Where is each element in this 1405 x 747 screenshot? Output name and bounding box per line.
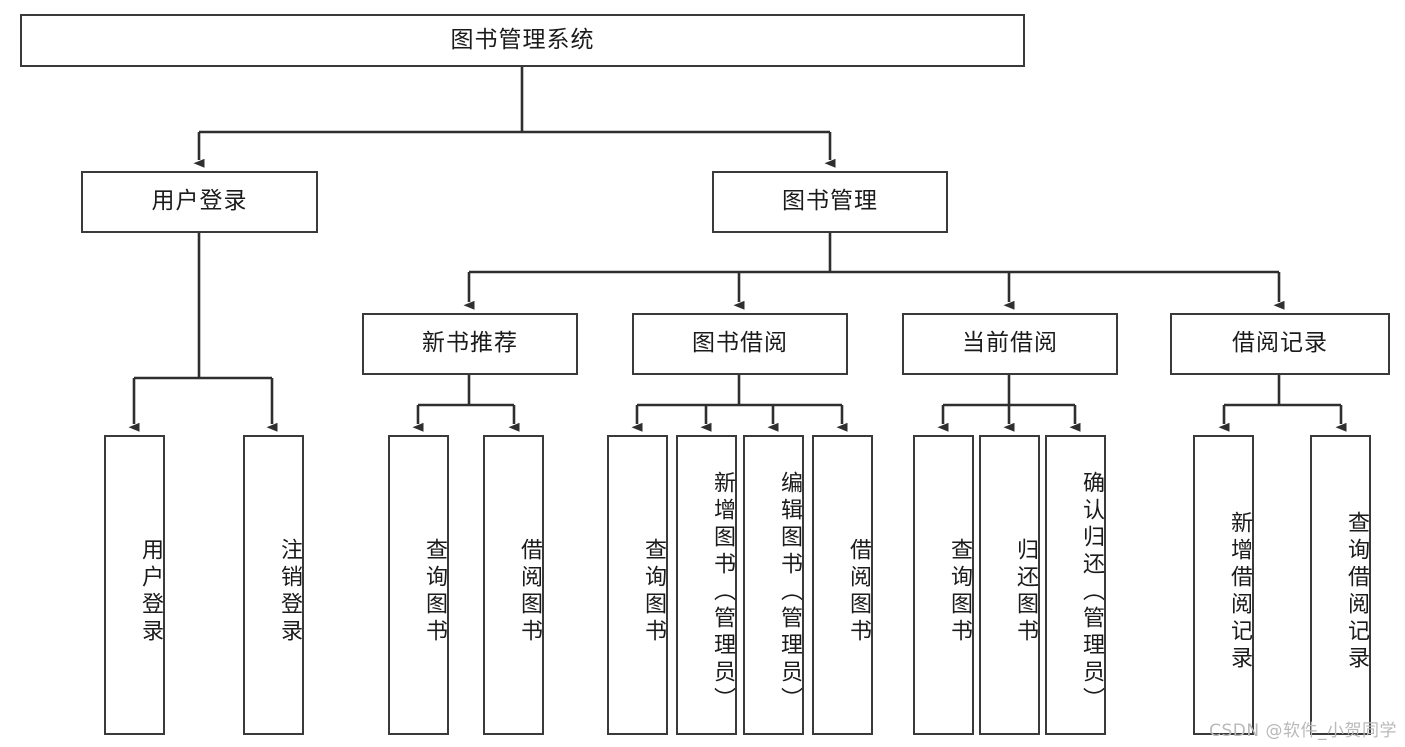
node-label: 查询图书 — [947, 538, 972, 646]
node-label: 图书管理系统 — [450, 26, 595, 53]
node-user-login[interactable]: 用户登录 — [81, 171, 318, 233]
node-label: 用户登录 — [151, 188, 248, 215]
leaf-query-borrow-record[interactable]: 查询借阅记录 — [1310, 435, 1371, 735]
node-current-borrow[interactable]: 当前借阅 — [902, 313, 1118, 375]
node-book-borrow[interactable]: 图书借阅 — [632, 313, 848, 375]
node-label: 借阅图书 — [846, 538, 871, 646]
leaf-add-book-admin[interactable]: 新增图书（管理员） — [676, 435, 737, 735]
node-label: 归还图书 — [1013, 538, 1038, 646]
watermark-text: CSDN @软件_小贺同学 — [1209, 721, 1397, 741]
node-new-book-recommend[interactable]: 新书推荐 — [362, 313, 578, 375]
node-label: 图书管理 — [782, 188, 878, 215]
node-label: 当前借阅 — [962, 330, 1058, 357]
node-book-management[interactable]: 图书管理 — [712, 171, 948, 233]
node-label: 新书推荐 — [422, 330, 518, 357]
leaf-user-logout[interactable]: 注销登录 — [243, 435, 304, 735]
node-label: 新增借阅记录 — [1227, 511, 1252, 673]
node-label: 新增图书（管理员） — [710, 470, 735, 714]
node-label: 查询借阅记录 — [1344, 511, 1369, 673]
leaf-confirm-return-admin[interactable]: 确认归还（管理员） — [1045, 435, 1106, 735]
node-label: 图书借阅 — [692, 330, 788, 357]
node-label: 查询图书 — [641, 538, 666, 646]
leaf-return-book[interactable]: 归还图书 — [979, 435, 1040, 735]
leaf-borrow-book-recommend[interactable]: 借阅图书 — [483, 435, 544, 735]
node-label: 确认归还（管理员） — [1079, 470, 1104, 714]
leaf-user-login[interactable]: 用户登录 — [104, 435, 165, 735]
leaf-query-book-current[interactable]: 查询图书 — [913, 435, 974, 735]
node-label: 借阅记录 — [1232, 330, 1328, 357]
leaf-borrow-book[interactable]: 借阅图书 — [812, 435, 873, 735]
node-label: 借阅图书 — [517, 538, 542, 646]
node-root-book-management-system[interactable]: 图书管理系统 — [20, 14, 1025, 67]
node-label: 注销登录 — [277, 538, 302, 646]
leaf-query-book-borrow[interactable]: 查询图书 — [607, 435, 668, 735]
leaf-edit-book-admin[interactable]: 编辑图书（管理员） — [743, 435, 804, 735]
node-label: 用户登录 — [138, 538, 163, 646]
node-label: 编辑图书（管理员） — [777, 470, 802, 714]
leaf-query-book-recommend[interactable]: 查询图书 — [388, 435, 449, 735]
node-borrow-record[interactable]: 借阅记录 — [1170, 313, 1390, 375]
node-label: 查询图书 — [422, 538, 447, 646]
leaf-add-borrow-record[interactable]: 新增借阅记录 — [1193, 435, 1254, 735]
